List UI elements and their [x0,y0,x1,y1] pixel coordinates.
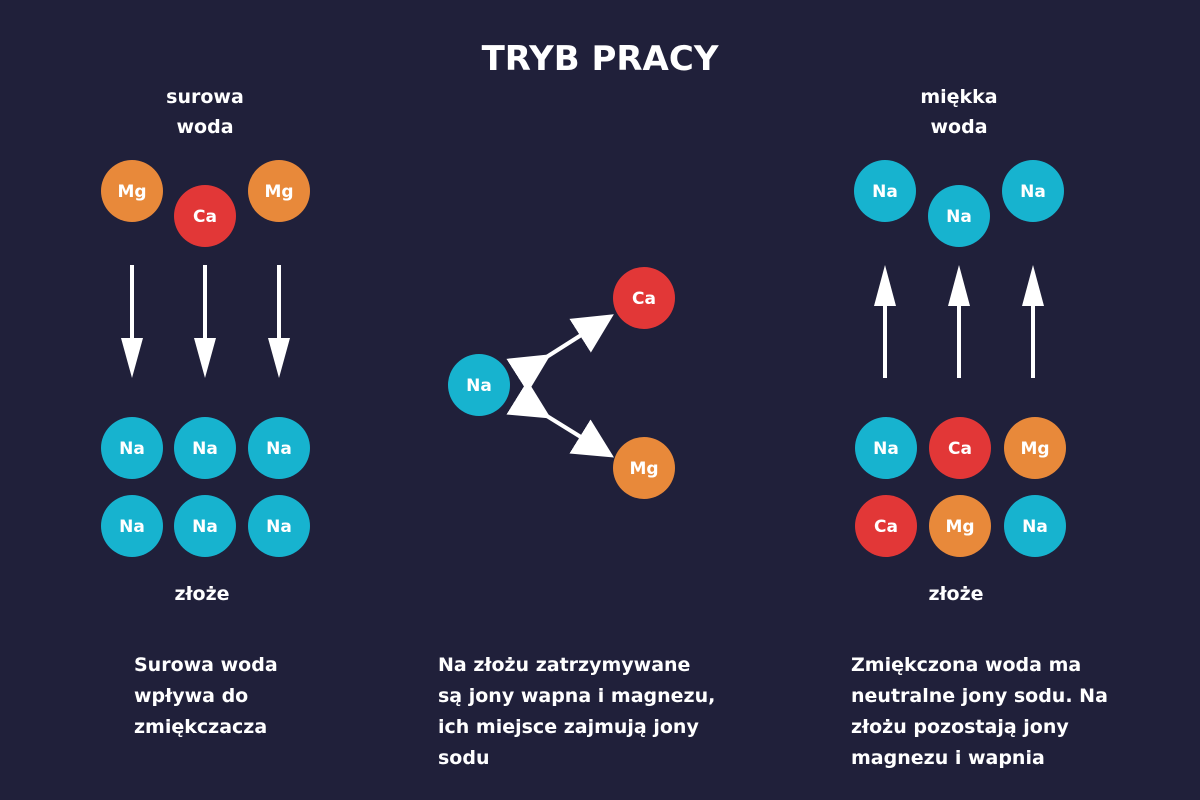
right-bed-ion [929,495,991,557]
outgoing-ion-na-3 [1002,160,1064,222]
center-description-line: Na złożu zatrzymywane [438,654,691,676]
center-description-line: ich miejsce zajmują jony [438,716,699,738]
raw-water-label-line1: surowa [166,86,244,108]
down-arrow-3-head [268,338,290,378]
center-description-line: sodu [438,747,490,769]
right-description-line: złożu pozostają jony [851,716,1069,738]
incoming-ions-group: Mg Ca Mg [101,160,310,247]
left-description-line: wpływa do [134,685,249,707]
right-bed-ion [929,417,991,479]
left-bed-ion-label: Na [266,517,292,537]
soft-water-label-line2: woda [930,116,987,138]
right-bed-ion [855,417,917,479]
raw-water-label-line2: woda [176,116,233,138]
center-ion-na [448,354,510,416]
down-arrows-group [121,265,290,378]
incoming-ion-mg-1 [101,160,163,222]
left-bed-ion [101,495,163,557]
left-description-line: Surowa woda [134,654,278,676]
incoming-ion-mg-2-label: Mg [264,182,293,202]
incoming-ion-mg-1-label: Mg [117,182,146,202]
soft-water-label-line1: miękka [920,86,997,108]
center-description: Na złożu zatrzymywane są jony wapna i ma… [438,650,715,774]
right-bed-ions-group: Na Ca Mg Ca Mg Na [855,417,1066,557]
outgoing-ion-na-1-label: Na [872,182,898,202]
left-bed-ion [248,417,310,479]
exchange-ion-ca-label: Ca [632,289,656,309]
up-arrow-1-head [874,265,896,306]
center-ion-na-label: Na [466,376,492,396]
right-bed-ion [855,495,917,557]
outgoing-ion-na-3-label: Na [1020,182,1046,202]
right-bed-ion [1004,495,1066,557]
up-arrow-3-head [1022,265,1044,306]
left-bed-ion-label: Na [192,439,218,459]
right-bed-ion [1004,417,1066,479]
incoming-ion-ca-label: Ca [193,207,217,227]
center-description-line: są jony wapna i magnezu, [438,685,716,707]
exchange-arrow-ca [506,314,614,393]
exchange-ion-ca [613,267,675,329]
right-bed-label: złoże [928,583,983,605]
left-description-line: zmiękczacza [134,716,268,738]
up-arrow-2-head [948,265,970,306]
left-bed-ion-label: Na [119,517,145,537]
left-bed-ion [174,495,236,557]
outgoing-ion-na-2 [928,185,990,247]
outgoing-ion-na-2-label: Na [946,207,972,227]
right-bed-ion-label: Na [1022,517,1048,537]
down-arrow-2-head [194,338,216,378]
down-arrow-1-head [121,338,143,378]
diagram-title: TRYB PRACY [482,39,719,79]
right-bed-ion-label: Mg [1020,439,1049,459]
left-bed-ion [248,495,310,557]
outgoing-ion-na-1 [854,160,916,222]
right-bed-ion-label: Na [873,439,899,459]
exchange-arrow-mg [506,380,615,458]
left-bed-ion-label: Na [119,439,145,459]
right-description: Zmiękczona woda ma neutralne jony sodu. … [851,650,1108,774]
left-bed-ion [174,417,236,479]
right-description-line: magnezu i wapnia [851,747,1045,769]
left-bed-label: złoże [174,583,229,605]
right-bed-ion-label: Mg [945,517,974,537]
outgoing-ions-group: Na Na Na [854,160,1064,247]
right-bed-ion-label: Ca [948,439,972,459]
right-bed-ion-label: Ca [874,517,898,537]
left-bed-ion [101,417,163,479]
left-bed-ion-label: Na [266,439,292,459]
incoming-ion-ca [174,185,236,247]
right-description-line: neutralne jony sodu. Na [851,685,1108,707]
incoming-ion-mg-2 [248,160,310,222]
exchange-ion-mg [613,437,675,499]
exchange-arrows-group [506,314,615,458]
left-bed-ions-group: Na Na Na Na Na Na [101,417,310,557]
up-arrows-group [874,265,1044,378]
left-description: Surowa woda wpływa do zmiękczacza [134,650,278,743]
left-bed-ion-label: Na [192,517,218,537]
right-description-line: Zmiękczona woda ma [851,654,1082,676]
exchange-ion-mg-label: Mg [629,459,658,479]
